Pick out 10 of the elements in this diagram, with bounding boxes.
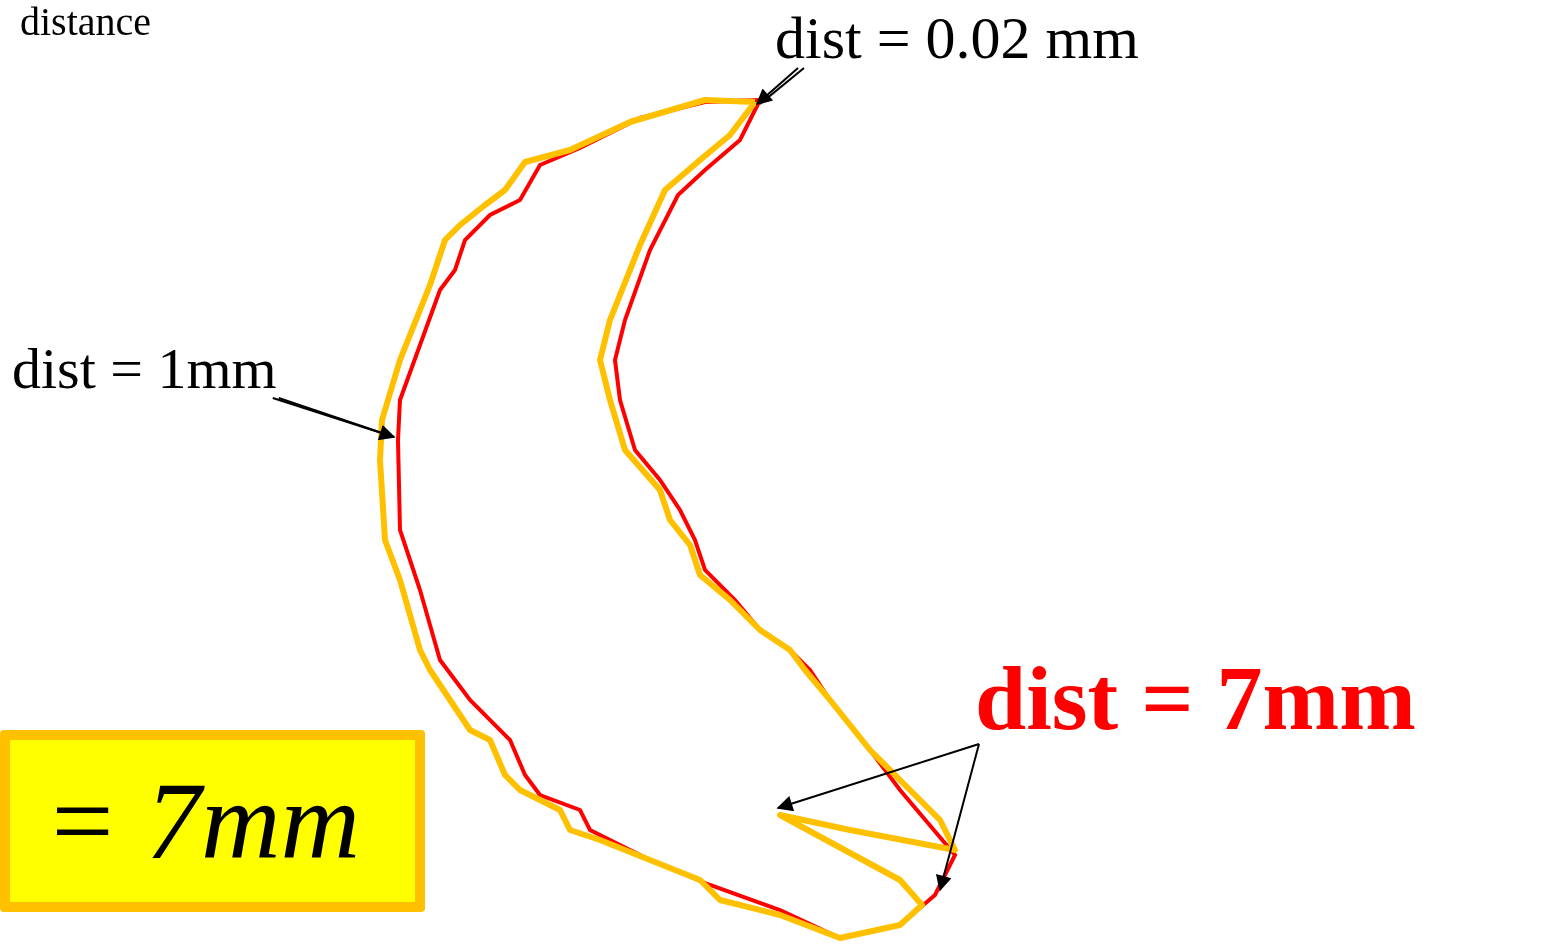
distance-label: dist = 1mm (12, 340, 277, 398)
leader-line (755, 67, 805, 106)
distance-caption: distance (20, 2, 152, 42)
leader-line (936, 743, 980, 892)
distance-label: dist = 0.02 mm (775, 8, 1139, 68)
leader-line (776, 743, 980, 812)
leader-line (271, 397, 396, 441)
result-text: = 7mm (44, 766, 361, 876)
highlight-box (0, 730, 425, 912)
distance-label: dist = 7mm (975, 652, 1416, 744)
